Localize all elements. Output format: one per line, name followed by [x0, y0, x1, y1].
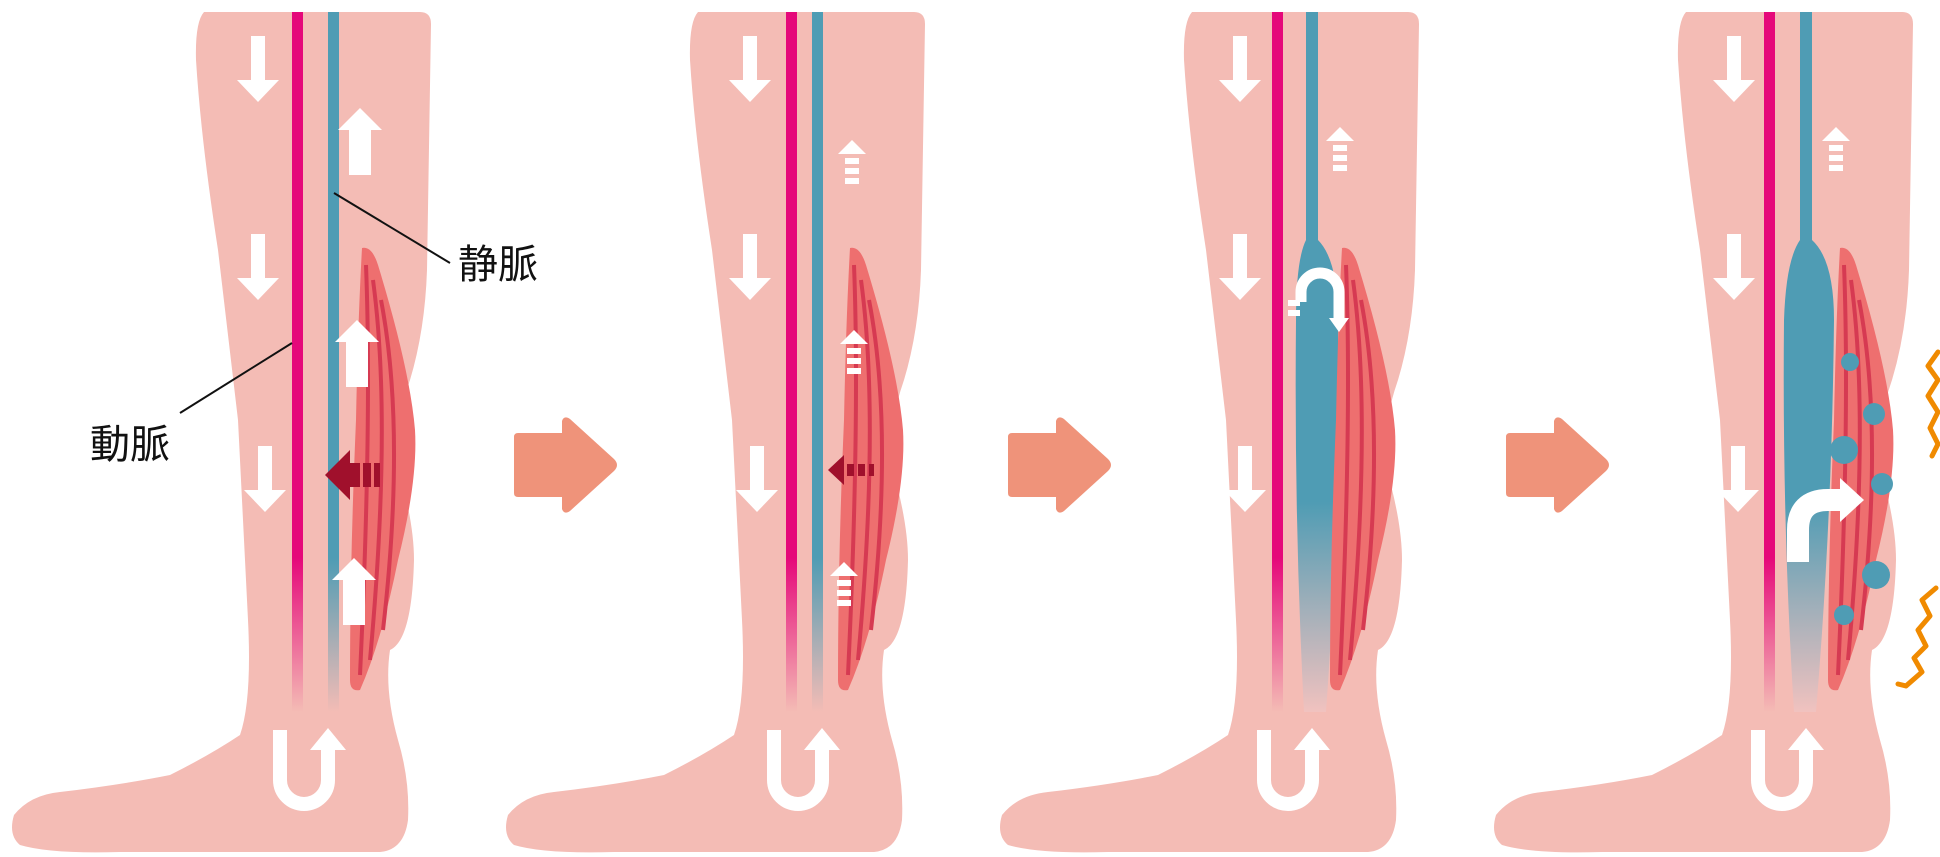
clot-dot: [1862, 561, 1890, 589]
clot-dot: [1863, 403, 1885, 425]
clot-dot: [1834, 605, 1854, 625]
step-arrow: [514, 417, 617, 512]
clot-dot: [1841, 353, 1859, 371]
step-arrow: [1008, 417, 1111, 512]
clot-dot: [1830, 436, 1858, 464]
vein: [328, 12, 339, 712]
artery: [1272, 12, 1283, 712]
panel-normal: 静脈 動脈: [12, 12, 538, 852]
vein: [812, 12, 823, 712]
pain-zigzag-upper: [1928, 352, 1938, 456]
artery: [786, 12, 797, 712]
vein-label: 静脈: [458, 242, 538, 288]
artery: [292, 12, 303, 712]
artery-label: 動脈: [90, 422, 170, 468]
step-arrow: [1506, 417, 1609, 512]
artery: [1764, 12, 1775, 712]
pain-zigzag-lower: [1898, 588, 1936, 686]
clot-dot: [1871, 473, 1893, 495]
